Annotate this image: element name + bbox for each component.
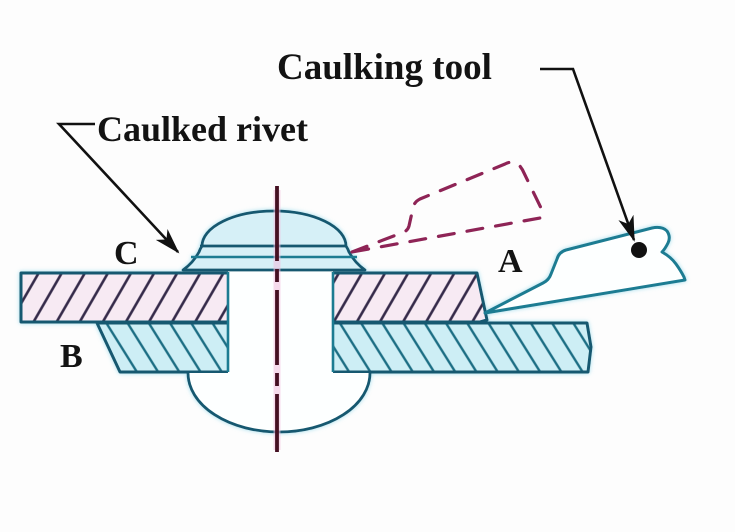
caulking-tool-phantom-outline (351, 160, 545, 254)
label-point-a: A (498, 243, 523, 280)
label-caulking-tool: Caulking tool (277, 47, 492, 88)
label-caulked-rivet: Caulked rivet (97, 109, 308, 149)
tool-contact-dot (631, 242, 647, 258)
label-point-c: C (114, 235, 139, 272)
caulking-tool-leader-line (540, 67, 636, 242)
caulked-rivet-leader-line (56, 122, 180, 254)
lower-plate (95, 321, 593, 374)
label-point-b: B (60, 338, 83, 375)
